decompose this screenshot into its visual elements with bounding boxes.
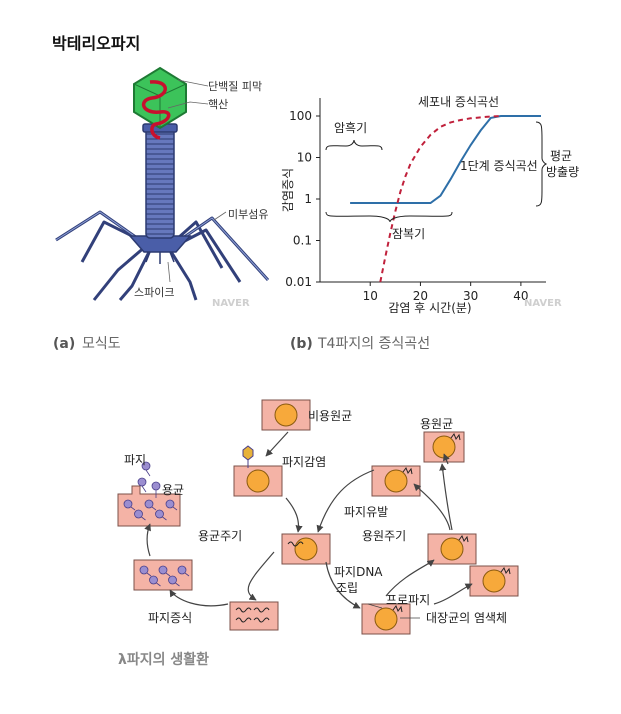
cell-noninfected [261, 399, 311, 431]
dna [141, 80, 171, 140]
chart-xlabel: 감염 후 시간(분) [388, 301, 471, 315]
chart-series [350, 115, 541, 283]
label-induction: 파지유발 [344, 505, 388, 519]
label-spike: 스파이크 [134, 286, 174, 299]
annotation-burst-2: 방출량 [546, 165, 579, 179]
infecting-phage [242, 445, 254, 468]
label-nucleic-acid: 핵산 [208, 98, 228, 111]
lambda-life-cycle [117, 399, 519, 635]
x-tick-label: 30 [463, 289, 478, 303]
page-title: 박테리오파지 [52, 34, 141, 53]
label-lytic-cycle: 용균주기 [198, 529, 242, 543]
caption-a-letter: (a) [53, 336, 75, 352]
series-onestep-line [350, 115, 541, 204]
label-integration-2: 조립 [336, 581, 358, 595]
cell-prophage [361, 603, 411, 635]
cell-lysogen-1 [469, 565, 519, 597]
label-lysogenic-cycle: 용원주기 [362, 529, 406, 543]
chart-ylabel: 감염증식 [281, 168, 295, 212]
prophage-pointer [367, 603, 383, 609]
chart-axes [319, 98, 546, 283]
cell-induced [371, 465, 421, 497]
annotation-eclipse: 암흑기 [334, 121, 367, 135]
cell-infected [233, 465, 283, 497]
label-replication: 파지증식 [148, 611, 192, 625]
watermark-a: NAVER [212, 298, 250, 309]
growth-curve-chart: 0.01 0.1 1 10 100 10 20 30 40 [285, 98, 546, 303]
label-lysogen: 용원균 [420, 417, 453, 431]
y-tick-label: 10 [297, 151, 312, 165]
x-axis-ticks: 10 20 30 40 [363, 282, 529, 303]
y-tick-label: 100 [289, 109, 312, 123]
bracket-latent [325, 211, 453, 223]
label-phage: 파지 [124, 453, 146, 467]
label-integration-1: 파지DNA [334, 565, 383, 579]
label-chromosome: 대장균의 염색체 [426, 611, 507, 625]
label-infection: 파지감염 [282, 455, 326, 469]
bracket-burst [535, 121, 548, 207]
y-tick-label: 1 [304, 192, 312, 206]
label-capsid: 단백질 피막 [208, 80, 262, 93]
phage-diagram [55, 66, 270, 301]
label-noninfected: 비용원균 [308, 409, 352, 423]
label-prophage: 프로파지 [386, 593, 430, 607]
cell-injected [281, 533, 331, 565]
caption-b-letter: (b) [290, 336, 313, 352]
x-tick-label: 40 [513, 289, 528, 303]
cycle-arrows [144, 431, 473, 609]
spikes [145, 251, 175, 264]
cell-lysogen-2 [427, 533, 477, 565]
cell-lysogen-top [423, 431, 465, 463]
cell-replicating [133, 559, 193, 591]
annotation-onestep: 1단계 증식곡선 [460, 159, 538, 173]
caption-cycle: λ파지의 생활환 [118, 651, 209, 668]
annotation-burst-1: 평균 [550, 149, 572, 163]
y-tick-label: 0.01 [285, 275, 312, 289]
y-axis-ticks: 0.01 0.1 1 10 100 [285, 109, 320, 289]
y-tick-label: 0.1 [293, 234, 312, 248]
free-phages [137, 461, 161, 498]
series-intracellular-line [379, 115, 501, 283]
annotation-latent: 잠복기 [392, 227, 425, 241]
watermark-b: NAVER [524, 298, 562, 309]
label-lysed: 용균 [162, 483, 184, 497]
caption-b: T4파지의 증식곡선 [317, 336, 430, 352]
label-tail-fiber: 미부섬유 [228, 208, 268, 221]
bracket-eclipse [325, 139, 383, 151]
x-tick-label: 10 [363, 289, 378, 303]
x-tick-label: 20 [413, 289, 428, 303]
caption-a: 모식도 [82, 336, 121, 352]
annotation-intracellular: 세포내 증식곡선 [418, 95, 499, 109]
cell-lysed [117, 485, 181, 527]
cell-dna-copies [229, 601, 279, 631]
